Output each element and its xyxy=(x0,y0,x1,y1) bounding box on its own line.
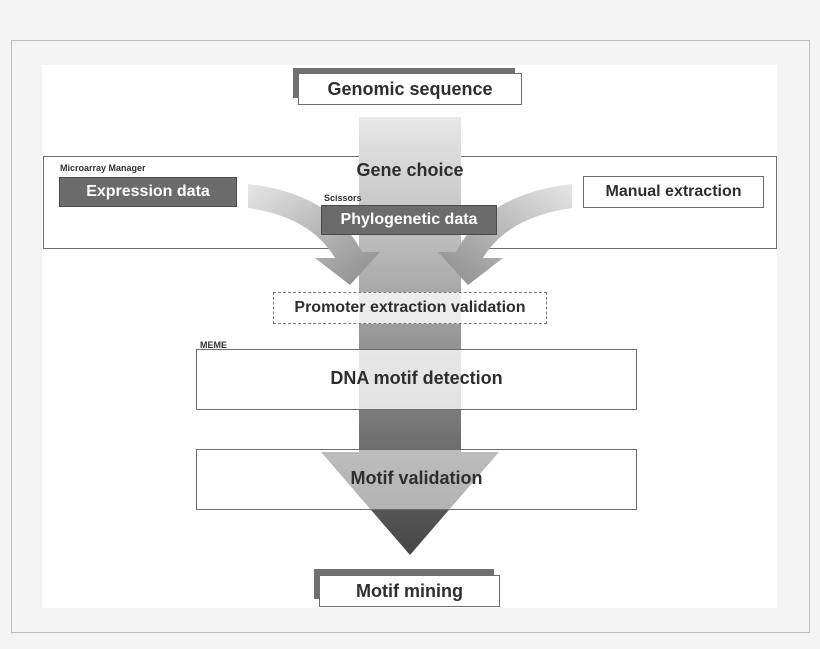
manual-extraction-box: Manual extraction xyxy=(583,176,764,208)
promoter-extraction-validation-label: Promoter extraction validation xyxy=(294,299,526,316)
promoter-extraction-validation-box: Promoter extraction validation xyxy=(273,292,547,324)
dna-motif-detection-label: DNA motif detection xyxy=(330,368,503,388)
microarray-manager-label: Microarray Manager xyxy=(60,163,146,173)
phylogenetic-data-label: Phylogenetic data xyxy=(340,211,478,228)
right-curved-arrow xyxy=(438,184,572,285)
left-curved-arrow xyxy=(248,184,380,285)
expression-data-box: Expression data xyxy=(59,177,237,207)
dna-motif-detection-box xyxy=(196,349,637,410)
meme-label: MEME xyxy=(200,340,227,350)
genomic-sequence-box: Genomic sequence xyxy=(298,73,522,105)
genomic-sequence-label: Genomic sequence xyxy=(327,78,493,99)
manual-extraction-label: Manual extraction xyxy=(605,183,742,200)
gene-choice-label: Gene choice xyxy=(356,160,464,180)
motif-validation-label: Motif validation xyxy=(350,468,483,488)
scissors-label: Scissors xyxy=(324,193,362,203)
phylogenetic-data-box: Phylogenetic data xyxy=(321,205,497,235)
motif-mining-box: Motif mining xyxy=(319,575,500,607)
motif-mining-label: Motif mining xyxy=(356,580,463,601)
expression-data-label: Expression data xyxy=(86,183,210,200)
motif-validation-box xyxy=(196,449,637,510)
